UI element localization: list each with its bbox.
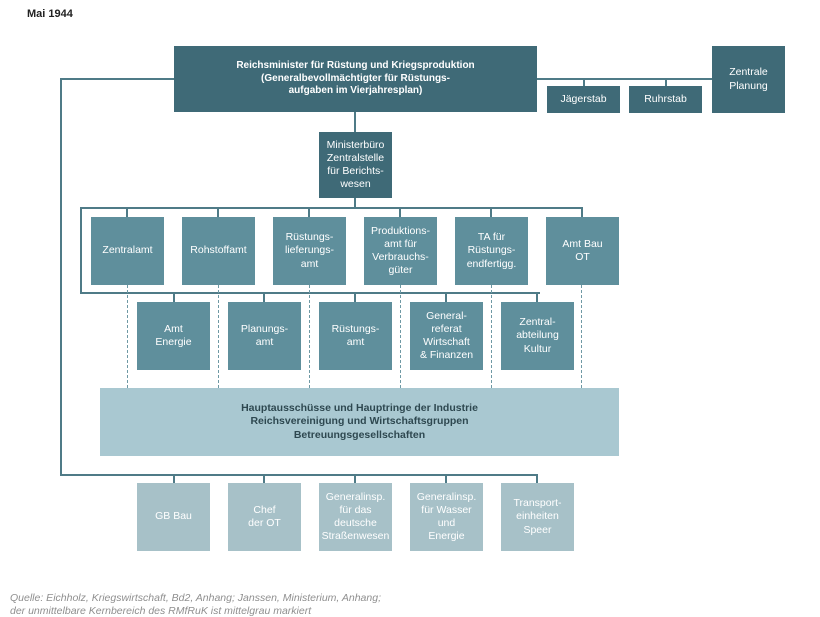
industrie-box: Hauptausschüsse und Hauptringe der Indus…	[100, 388, 619, 456]
ruhrstab-box: Ruhrstab	[629, 86, 702, 113]
transporteinheiten-speer-box: Transport- einheiten Speer	[501, 483, 574, 551]
jaegerstab-box: Jägerstab	[547, 86, 620, 113]
planungsamt-box: Planungs- amt	[228, 302, 301, 370]
date-label: Mai 1944	[27, 8, 73, 20]
reichsminister-box: Reichsminister für Rüstung und Kriegspro…	[174, 46, 537, 112]
rohstoffamt-box: Rohstoffamt	[182, 217, 255, 285]
zentralabteilung-kultur-box: Zentral- abteilung Kultur	[501, 302, 574, 370]
amt-energie-box: Amt Energie	[137, 302, 210, 370]
zentralamt-box: Zentralamt	[91, 217, 164, 285]
produktionsamt-box: Produktions- amt für Verbrauchs- güter	[364, 217, 437, 285]
generalreferat-box: General- referat Wirtschaft & Finanzen	[410, 302, 483, 370]
amt-bau-ot-box: Amt Bau OT	[546, 217, 619, 285]
ministerbuero-box: Ministerbüro Zentralstelle für Berichts-…	[319, 132, 392, 198]
gb-bau-box: GB Bau	[137, 483, 210, 551]
ta-ruestungsendfertigung-box: TA für Rüstungs- endfertigg.	[455, 217, 528, 285]
ruestungslieferungsamt-box: Rüstungs- lieferungs- amt	[273, 217, 346, 285]
chef-der-ot-box: Chef der OT	[228, 483, 301, 551]
source-note-line1: Quelle: Eichholz, Kriegswirtschaft, Bd2,…	[10, 592, 381, 604]
source-note-line2: der unmittelbare Kernbereich des RMfRuK …	[10, 605, 312, 617]
ruestungsamt-box: Rüstungs- amt	[319, 302, 392, 370]
generalinsp-strassenwesen-box: Generalinsp. für das deutsche Straßenwes…	[319, 483, 392, 551]
generalinsp-wasser-energie-box: Generalinsp. für Wasser und Energie	[410, 483, 483, 551]
zentrale-planung-box: Zentrale Planung	[712, 46, 785, 113]
